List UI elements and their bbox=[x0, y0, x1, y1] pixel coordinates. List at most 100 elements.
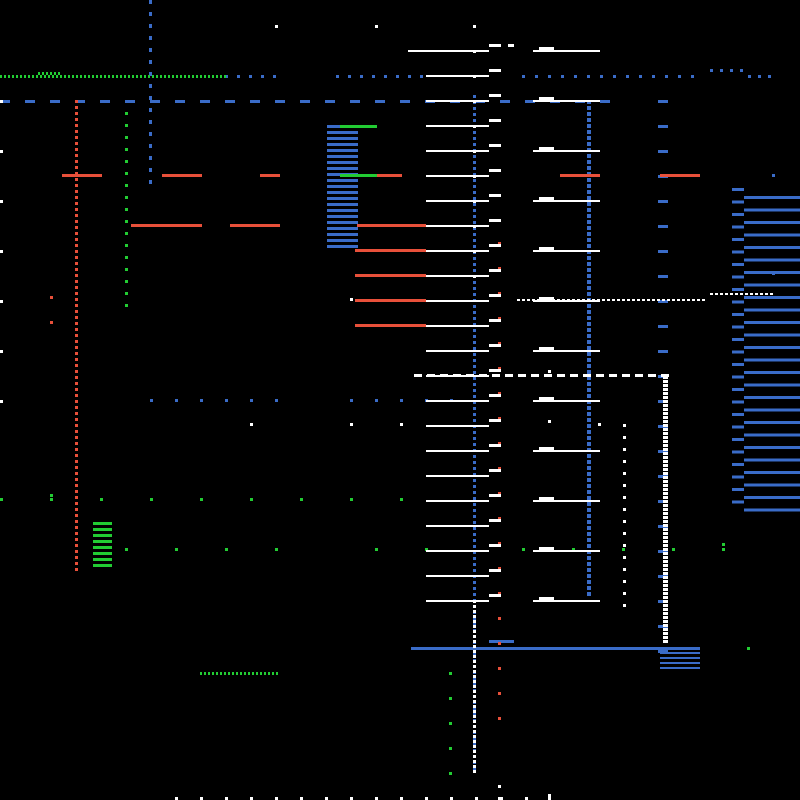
red-dotted-vertical bbox=[75, 466, 78, 469]
red-segment bbox=[260, 174, 280, 177]
red-dotted-vertical bbox=[75, 172, 78, 175]
blue-dotted-vertical bbox=[587, 268, 591, 272]
white-dotted-vertical bbox=[473, 660, 476, 663]
blue-dotted-vertical bbox=[149, 108, 152, 112]
white-dot bbox=[500, 797, 503, 800]
blue-dotted-vertical bbox=[149, 72, 152, 76]
blue-dotted-vertical bbox=[587, 574, 591, 578]
red-dot bbox=[50, 321, 53, 324]
blue-stack-bar bbox=[744, 408, 800, 412]
blue-dotted-row bbox=[372, 75, 375, 78]
blue-dashed-row bbox=[525, 100, 535, 103]
blue-dotted-vertical bbox=[587, 160, 591, 164]
white-dotted-vertical bbox=[663, 632, 668, 635]
red-segment bbox=[357, 224, 426, 227]
blue-dotted-row bbox=[678, 75, 681, 78]
green-dotted-vertical bbox=[125, 196, 128, 199]
white-dot bbox=[548, 794, 551, 800]
white-dot bbox=[473, 225, 476, 228]
white-dot bbox=[175, 797, 178, 800]
blue-dotted-vertical bbox=[587, 340, 591, 344]
blue-dotted-row bbox=[522, 75, 525, 78]
red-dotted-vertical bbox=[75, 220, 78, 223]
white-dotted-vertical bbox=[663, 424, 668, 427]
green-dotted-row bbox=[264, 672, 266, 675]
green-dotted-row bbox=[208, 672, 210, 675]
white-tick-line bbox=[533, 550, 600, 552]
blue-dotted-row bbox=[150, 399, 153, 402]
white-dotted-vertical bbox=[473, 630, 476, 633]
red-dotted-vertical bbox=[75, 508, 78, 511]
blue-dotted-row bbox=[396, 75, 399, 78]
green-dotted-row bbox=[120, 75, 122, 78]
green-dotted-row bbox=[4, 75, 6, 78]
white-dotted-row bbox=[740, 293, 743, 295]
blue-stack-bar bbox=[744, 446, 800, 449]
blue-dotted-vertical bbox=[473, 137, 476, 140]
white-tab bbox=[489, 444, 501, 447]
red-dotted-vertical bbox=[75, 496, 78, 499]
white-dashed-row bbox=[570, 374, 578, 377]
red-dotted-vertical bbox=[75, 310, 78, 313]
green-dotted-row bbox=[52, 75, 54, 78]
blue-dotted-vertical bbox=[473, 653, 476, 656]
blue-dotted-row bbox=[561, 75, 564, 78]
white-dotted-vertical bbox=[473, 725, 476, 728]
red-dotted-vertical bbox=[75, 478, 78, 481]
red-dotted-vertical bbox=[75, 412, 78, 415]
white-dot bbox=[498, 797, 501, 800]
green-dotted-vertical bbox=[125, 220, 128, 223]
green-dotted-row bbox=[200, 672, 202, 675]
green-dotted-row bbox=[212, 672, 214, 675]
red-dot bbox=[498, 442, 501, 445]
white-dotted-vertical bbox=[663, 512, 668, 515]
blue-dashed-row bbox=[100, 100, 110, 103]
blue-dotted-row bbox=[613, 75, 616, 78]
green-dotted-row bbox=[248, 672, 250, 675]
blue-tick bbox=[732, 413, 744, 416]
blue-tick bbox=[732, 388, 744, 391]
white-dotted-row bbox=[632, 299, 635, 301]
blue-dotted-vertical bbox=[473, 461, 476, 464]
white-tab bbox=[489, 69, 501, 72]
white-tick-line bbox=[533, 350, 600, 352]
red-dotted-vertical bbox=[75, 448, 78, 451]
white-dotted-row bbox=[577, 299, 580, 301]
white-dashed-row bbox=[466, 374, 474, 377]
blue-dotted-vertical bbox=[587, 310, 591, 314]
white-dotted-vertical bbox=[663, 556, 668, 559]
blue-dotted-vertical bbox=[473, 623, 476, 626]
white-dotted-row bbox=[672, 299, 675, 301]
blue-dotted-vertical bbox=[473, 767, 476, 770]
blue-baseline bbox=[411, 647, 700, 650]
blue-dotted-vertical bbox=[473, 95, 476, 98]
blue-dotted-vertical bbox=[587, 556, 591, 560]
blue-dotted-vertical bbox=[587, 370, 591, 374]
red-dot bbox=[498, 417, 501, 420]
white-dotted-vertical bbox=[663, 420, 668, 423]
white-dotted-vertical bbox=[473, 765, 476, 768]
white-tick-line bbox=[426, 550, 489, 552]
blue-stack-bar bbox=[744, 458, 800, 462]
blue-stack-bar bbox=[327, 161, 358, 164]
blue-dotted-row bbox=[665, 75, 668, 78]
blue-dotted-row bbox=[535, 75, 538, 78]
red-dotted-vertical bbox=[75, 322, 78, 325]
green-dotted-row bbox=[84, 75, 86, 78]
white-dot bbox=[375, 797, 378, 800]
white-dashed-row bbox=[609, 374, 617, 377]
white-dotted-row bbox=[627, 299, 630, 301]
red-dotted-vertical bbox=[75, 268, 78, 271]
blue-dotted-vertical bbox=[587, 436, 591, 440]
green-dotted-row bbox=[212, 75, 214, 78]
white-dotted-vertical bbox=[663, 440, 668, 443]
blue-dotted-vertical bbox=[473, 173, 476, 176]
blue-dotted-vertical bbox=[587, 484, 591, 488]
white-dotted-vertical bbox=[663, 524, 668, 527]
white-dotted-vertical bbox=[473, 605, 476, 608]
blue-tick bbox=[732, 300, 744, 304]
blue-stack-bar bbox=[744, 346, 800, 349]
white-tab bbox=[539, 547, 554, 550]
white-dot bbox=[473, 100, 476, 103]
